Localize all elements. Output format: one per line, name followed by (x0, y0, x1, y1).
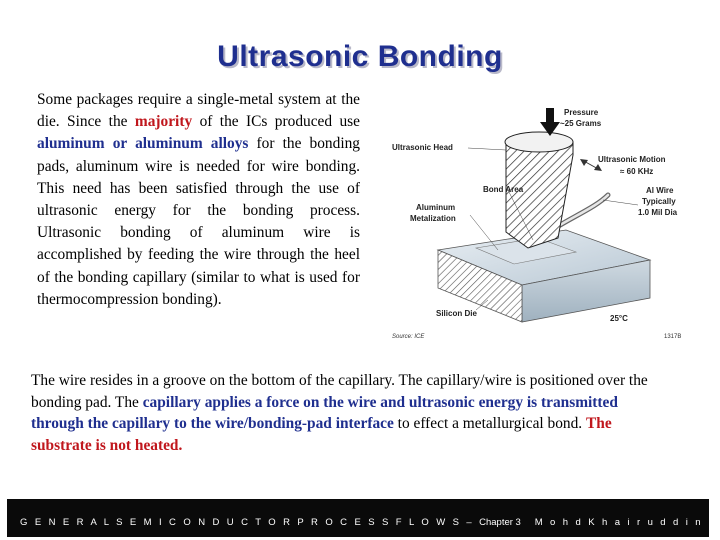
figure-id: 1317B (664, 334, 681, 340)
intro-text-3: for the bonding pads, aluminum wire is n… (37, 135, 360, 308)
pressure-label: Pressure (564, 108, 599, 117)
pressure-value: ~25 Grams (560, 119, 602, 128)
source-label: Source: ICE (392, 334, 425, 340)
ultrasonic-motion-label: Ultrasonic Motion (598, 155, 666, 164)
footer-chapter: Chapter 3 (479, 517, 521, 528)
intro-text-2: of the ICs produced use (192, 113, 360, 131)
al-wire-label: Al Wire (646, 186, 674, 195)
footer-course-title: G E N E R A L S E M I C O N D U C T O R … (20, 517, 521, 528)
intro-highlight-aluminum: aluminum or aluminum alloys (37, 135, 249, 153)
ultrasonic-head-top (504, 131, 574, 153)
detail-text-1: The wire resides in a groove on the bott… (31, 372, 648, 411)
pressure-arrow-icon (540, 122, 560, 136)
metalization-label-1: Aluminum (416, 203, 455, 212)
detail-highlight-substrate: The substrate is not heated. (31, 415, 612, 454)
footer-course-prefix: G E N E R A L S E M I C O N D U C T O R … (20, 517, 480, 528)
slide-title: Ultrasonic Bonding (217, 40, 503, 73)
intro-text-1: Some packages require a single-metal sys… (37, 91, 360, 131)
bond-area-label: Bond Area (483, 185, 524, 194)
motion-arrow-icon (594, 164, 602, 171)
ultrasonic-bonding-diagram: Pressure ~25 Grams Ultrasonic Head Ultra… (392, 108, 681, 340)
metalization-label-2: Metalization (410, 214, 456, 223)
footer-author: M o h d K h a i r u d d i n (534, 517, 703, 528)
al-wire-typically: Typically (642, 197, 676, 206)
detail-paragraph: The wire resides in a groove on the bott… (31, 370, 671, 456)
footer-bar: G E N E R A L S E M I C O N D U C T O R … (7, 499, 709, 537)
ultrasonic-motion-value: ≈ 60 KHz (620, 167, 653, 176)
metalization-pad (474, 237, 578, 265)
temperature-label: 25°C (610, 314, 628, 323)
silicon-die-label: Silicon Die (436, 309, 477, 318)
detail-text-2: to effect a metallurgical bond. (393, 415, 587, 433)
al-wire-diameter: 1.0 Mil Dia (638, 208, 678, 217)
ultrasonic-head-label: Ultrasonic Head (392, 143, 453, 152)
detail-highlight-capillary: capillary applies a force on the wire an… (31, 393, 618, 433)
intro-highlight-majority: majority (134, 113, 193, 131)
intro-paragraph: Some packages require a single-metal sys… (37, 89, 360, 311)
die-left-face (437, 249, 523, 323)
